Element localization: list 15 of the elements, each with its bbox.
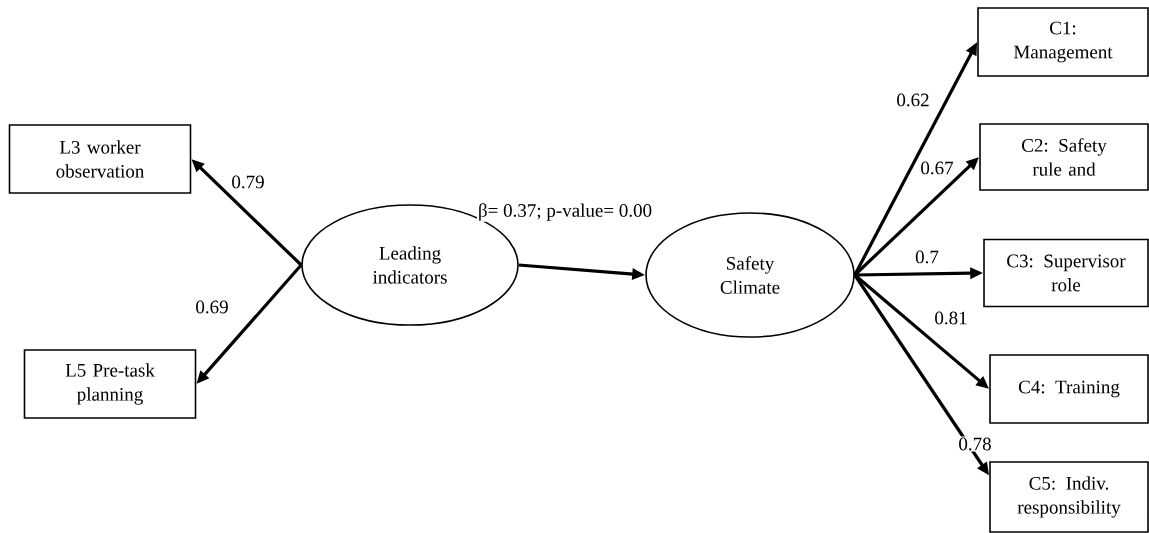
indicator-box: C1: Management [977,7,1149,77]
edge-label: 0.79 [230,174,266,190]
indicator-box: L5 Pre-task planning [23,349,197,419]
indicator-box: C5: Indiv. responsibility [989,461,1149,533]
indicator-box: L3 worker observation [8,124,192,194]
indicator-box: C3: Supervisor role [983,238,1149,308]
edge-label: 0.67 [919,160,955,176]
indicator-box: C2: Safety rule and [979,123,1149,191]
edge-label: 0.69 [194,299,230,315]
edge-label: 0.81 [933,310,969,326]
edge-label: 0.7 [914,249,940,265]
indicator-box: C4: Training [989,354,1149,424]
edge-label: 0.62 [895,92,931,108]
edge-label: 0.78 [957,436,993,452]
edge-label: β= 0.37; p-value= 0.00 [476,202,654,222]
